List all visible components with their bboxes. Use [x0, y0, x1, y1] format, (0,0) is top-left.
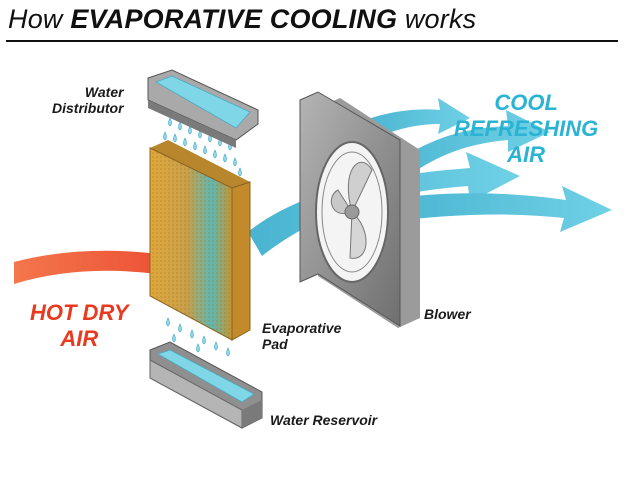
water-reservoir-tray [149, 341, 263, 429]
hot-dry-air-line2: AIR [60, 326, 99, 351]
title-emphasis: EVAPORATIVE COOLING [70, 4, 398, 34]
title-suffix: works [404, 4, 477, 34]
title-prefix: How [8, 4, 63, 34]
hot-air-arrow [14, 236, 196, 290]
title-underline [6, 40, 618, 42]
evaporative-pad-label-line2: Pad [262, 336, 288, 352]
cool-air-line2: REFRESHING [454, 116, 599, 141]
water-distributor-label: Water Distributor [52, 84, 124, 116]
blower-fan [299, 91, 420, 328]
hot-dry-air-label: HOT DRY AIR [30, 300, 129, 352]
cool-air-arrow-3 [380, 186, 612, 232]
hot-dry-air-line1: HOT DRY [30, 300, 129, 325]
diagram-title: How EVAPORATIVE COOLING works [8, 4, 476, 35]
water-droplets-bottom [166, 317, 230, 357]
water-distributor-trough [147, 69, 259, 148]
water-reservoir-label: Water Reservoir [270, 412, 378, 428]
blower-label: Blower [424, 306, 471, 322]
cool-refreshing-air-label: COOL REFRESHING AIR [454, 90, 598, 168]
water-distributor-label-line1: Water [84, 84, 124, 100]
evaporative-pad-label-line1: Evaporative [262, 320, 342, 336]
evaporative-pad-label: Evaporative Pad [262, 320, 341, 352]
cool-air-line1: COOL [494, 90, 558, 115]
evaporative-pad-block [149, 140, 251, 341]
cool-air-line3: AIR [507, 142, 546, 167]
water-distributor-label-line2: Distributor [52, 100, 124, 116]
cool-air-arrow-1 [248, 152, 520, 256]
